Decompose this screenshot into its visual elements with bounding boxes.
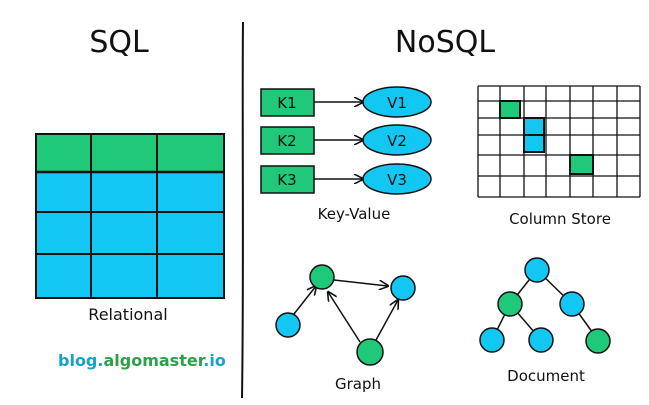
document-node-leaf-1: [479, 327, 505, 353]
graph-model: [275, 264, 416, 366]
relational-table: [35, 133, 225, 299]
key-label-k3: K3: [277, 171, 296, 189]
document-tree: [479, 257, 611, 354]
brand-url[interactable]: blog.algomaster.io: [58, 351, 226, 370]
column-cell-cyan-1: [524, 118, 544, 135]
graph-label: Graph: [335, 375, 381, 393]
value-label-v1: V1: [387, 94, 407, 112]
table-header-row: [36, 134, 224, 172]
key-label-k1: K1: [277, 94, 296, 112]
table-body: [36, 172, 224, 298]
brand-part-blog: blog.: [58, 351, 103, 370]
key-label-k2: K2: [277, 132, 296, 150]
document-node-leaf-3: [585, 328, 611, 354]
document-node-right: [559, 291, 585, 317]
value-label-v3: V3: [387, 171, 407, 189]
graph-edge-a-b: [333, 279, 388, 286]
column-store-grid: [477, 85, 641, 198]
document-node-left: [497, 291, 523, 317]
section-divider: [241, 21, 244, 399]
brand-part-algomaster: algomaster: [103, 351, 205, 370]
value-ellipse-v2: [362, 124, 432, 156]
relational-label: Relational: [88, 305, 167, 324]
graph-edge-d-a: [328, 292, 361, 343]
graph-node-c: [275, 312, 301, 338]
column-store-label: Column Store: [509, 210, 611, 228]
graph-node-d: [356, 338, 384, 366]
brand-part-io: .io: [203, 351, 226, 370]
value-label-v2: V2: [387, 132, 407, 150]
nosql-heading: NoSQL: [395, 25, 495, 60]
key-box-k3: [260, 165, 315, 194]
graph-node-b: [390, 275, 416, 301]
column-cell-green-2: [570, 155, 593, 174]
column-cell-cyan-2: [524, 135, 544, 152]
graph-edge-c-a: [293, 286, 316, 315]
document-node-root: [524, 257, 550, 283]
sql-heading: SQL: [89, 25, 149, 60]
graph-node-a: [309, 264, 335, 290]
value-ellipse-v1: [362, 86, 432, 118]
key-value-label: Key-Value: [318, 205, 391, 223]
document-node-leaf-2: [528, 327, 554, 353]
value-ellipse-v3: [362, 163, 432, 195]
column-cell-green-1: [500, 101, 520, 118]
document-label: Document: [507, 367, 585, 385]
graph-edge-d-b: [375, 300, 398, 341]
key-value-store: K1 V1 K2 V2 K3 V3: [260, 86, 432, 195]
